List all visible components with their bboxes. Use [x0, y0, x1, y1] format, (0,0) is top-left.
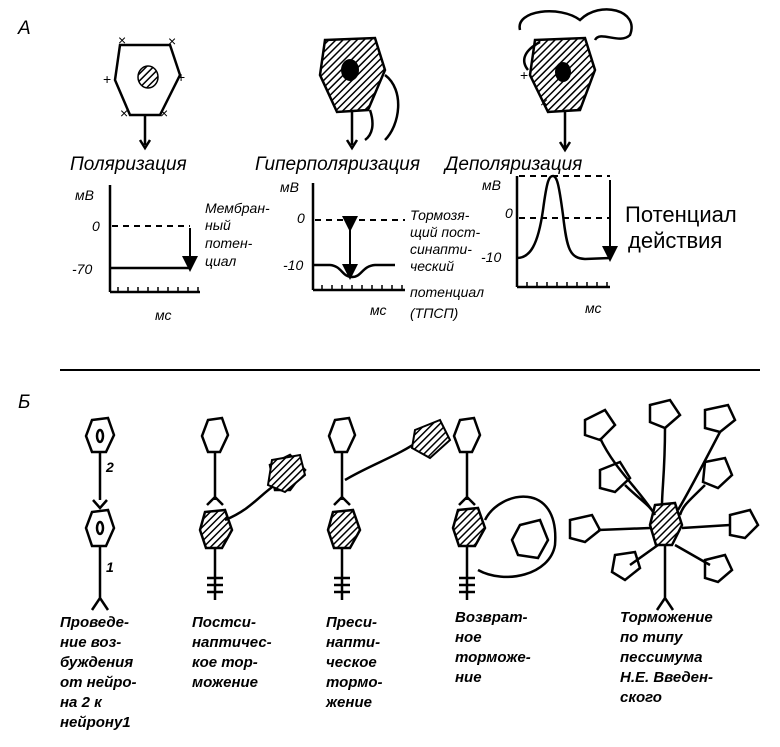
svg-text:Торможение: Торможение: [620, 609, 713, 626]
svg-text:×: ×: [118, 32, 126, 48]
caption-presynaptic: Преси- напти- ческое тормо- жение: [325, 614, 383, 711]
membrane-potential-label: Мембран- ный потен- циал: [205, 200, 270, 269]
svg-text:+: +: [177, 69, 185, 85]
svg-text:можение: можение: [192, 674, 258, 691]
y-unit: мВ: [280, 179, 299, 195]
x-unit: мс: [155, 307, 171, 323]
svg-text:кое тор-: кое тор-: [192, 654, 258, 671]
x-unit: мс: [585, 300, 601, 316]
svg-text:синапти-: синапти-: [410, 241, 472, 257]
svg-text:от нейро-: от нейро-: [60, 674, 137, 691]
y-unit: мВ: [482, 177, 501, 193]
svg-text:Потенциал: Потенциал: [625, 202, 737, 227]
svg-text:Н.Е. Введен-: Н.Е. Введен-: [620, 669, 713, 686]
recurrent-inhibition-scheme: [451, 416, 557, 600]
svg-text:ние воз-: ние воз-: [60, 634, 121, 651]
svg-text:потенциал: потенциал: [410, 284, 484, 300]
polarized-cell: × × + + × ×: [103, 32, 185, 151]
tick-minus10: -10: [481, 249, 501, 265]
svg-text:2: 2: [105, 459, 114, 475]
svg-text:×: ×: [120, 105, 128, 121]
svg-text:на 2 к: на 2 к: [60, 694, 103, 711]
svg-text:ный: ный: [205, 217, 231, 233]
postsynaptic-inhibition-scheme: [198, 416, 307, 600]
depolarization-panel: Деполяризация мВ 0 -10 мс Потенциал дейс…: [443, 154, 737, 316]
svg-text:напти-: напти-: [326, 634, 380, 651]
svg-text:Проведе-: Проведе-: [60, 614, 129, 631]
svg-text:циал: циал: [205, 253, 236, 269]
section-b-label: Б: [18, 392, 30, 413]
svg-text:действия: действия: [628, 228, 722, 253]
svg-text:буждения: буждения: [60, 654, 133, 671]
svg-text:Возврат-: Возврат-: [455, 609, 528, 626]
svg-text:ние: ние: [455, 669, 482, 686]
svg-text:ческий: ческий: [410, 258, 454, 274]
ipsp-label: Тормозя- щий пост- синапти- ческий потен…: [410, 207, 484, 321]
tick-minus10: -10: [283, 257, 303, 273]
action-potential-label: Потенциал действия: [625, 202, 737, 253]
panel-title: Поляризация: [70, 154, 187, 175]
svg-text:наптичес-: наптичес-: [192, 634, 272, 651]
tick-zero: 0: [505, 205, 513, 221]
conduction-scheme: 2 1: [84, 416, 116, 611]
svg-text:ского: ского: [620, 689, 662, 706]
tick-zero: 0: [297, 210, 305, 226]
svg-text:Преси-: Преси-: [326, 614, 377, 631]
svg-text:жение: жение: [325, 694, 372, 711]
caption-pessimum: Торможение по типу пессимума Н.Е. Введен…: [620, 609, 713, 706]
presynaptic-inhibition-scheme: [326, 416, 452, 600]
panel-title: Деполяризация: [443, 154, 582, 175]
x-unit: мс: [370, 302, 386, 318]
svg-text:ное: ное: [455, 629, 482, 646]
section-a-label: А: [17, 18, 31, 39]
svg-text:нейрону1: нейрону1: [60, 714, 131, 731]
tick-zero: 0: [92, 218, 100, 234]
caption-conduction: Проведе- ние воз- буждения от нейро- на …: [60, 614, 137, 731]
svg-text:+: +: [103, 71, 111, 87]
depolarized-cell: + ×: [518, 8, 633, 153]
svg-text:Мембран-: Мембран-: [205, 200, 270, 216]
svg-text:1: 1: [106, 559, 114, 575]
y-unit: мВ: [75, 187, 94, 203]
hyperpolarization-panel: Гиперполяризация мВ 0 -10 мс Тормозя- щи…: [255, 154, 484, 321]
svg-text:Постси-: Постси-: [192, 614, 256, 631]
polarization-panel: Поляризация мВ 0 -70 мс Мембран- ный пот…: [70, 154, 270, 323]
tick-minus70: -70: [72, 261, 92, 277]
svg-text:×: ×: [160, 105, 168, 121]
svg-text:(ТПСП): (ТПСП): [410, 305, 458, 321]
svg-text:+: +: [520, 67, 528, 83]
svg-text:потен-: потен-: [205, 235, 253, 251]
pessimum-inhibition-scheme: [568, 398, 760, 611]
svg-text:Тормозя-: Тормозя-: [410, 207, 470, 223]
caption-recurrent: Возврат- ное торможе- ние: [455, 609, 531, 686]
svg-text:щий пост-: щий пост-: [410, 224, 481, 240]
svg-text:×: ×: [168, 33, 176, 49]
svg-text:торможе-: торможе-: [455, 649, 531, 666]
svg-text:пессимума: пессимума: [620, 649, 702, 666]
svg-text:тормо-: тормо-: [326, 674, 383, 691]
panel-title: Гиперполяризация: [255, 154, 420, 175]
svg-text:ческое: ческое: [326, 654, 377, 671]
hyperpolarized-cell: [318, 36, 400, 151]
svg-text:×: ×: [540, 94, 548, 110]
caption-postsynaptic: Постси- наптичес- кое тор- можение: [192, 614, 272, 691]
svg-text:по типу: по типу: [620, 629, 683, 646]
